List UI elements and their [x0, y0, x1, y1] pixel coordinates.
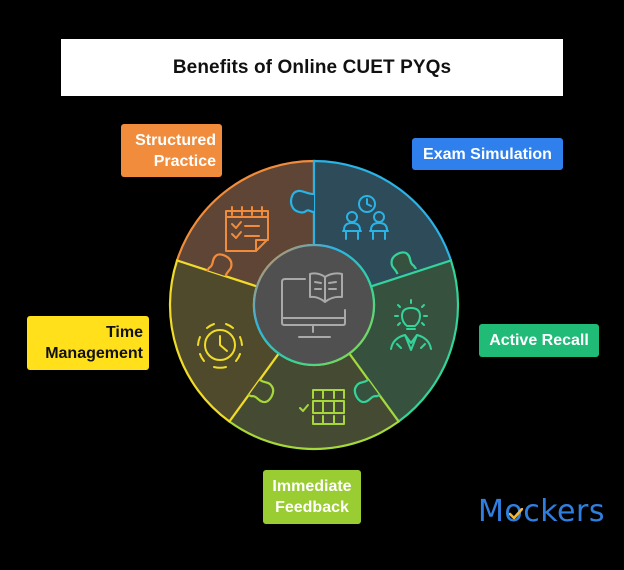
- label-line: Management: [45, 345, 143, 362]
- grid-check-icon: [299, 389, 345, 425]
- alarm-clock-icon: [197, 323, 243, 369]
- exam-hall-icon: [342, 195, 389, 240]
- logo-suffix: ckers: [523, 494, 605, 529]
- page-title: Benefits of Online CUET PYQs: [172, 56, 452, 78]
- label-immediate-feedback: Immediate Feedback: [263, 470, 361, 524]
- label-line: Structured: [135, 131, 216, 149]
- label-line: Practice: [153, 152, 216, 170]
- label-line: Exam Simulation: [423, 145, 552, 163]
- label-line: Feedback: [275, 499, 349, 516]
- label-line: Time: [105, 324, 143, 341]
- label-exam-simulation: Exam Simulation: [412, 138, 563, 170]
- puzzle-tab: [247, 378, 275, 404]
- puzzle-tab: [353, 378, 381, 404]
- logo-prefix: M: [478, 494, 505, 529]
- puzzle-tab: [390, 251, 417, 275]
- label-line: Immediate: [272, 478, 352, 495]
- label-structured-practice: Structured Practice: [121, 124, 222, 177]
- checklist-calendar-icon: [225, 206, 269, 252]
- computer-book-icon: [281, 272, 346, 338]
- logo-o-with-check: o: [504, 494, 524, 529]
- title-banner: Benefits of Online CUET PYQs: [61, 39, 563, 96]
- lightbulb-person-icon: [390, 299, 432, 351]
- label-line: Active Recall: [489, 332, 589, 349]
- checkmark-icon: [509, 508, 524, 520]
- label-active-recall: Active Recall: [479, 324, 599, 357]
- label-time-management: Time Management: [27, 316, 149, 370]
- puzzle-tab: [206, 253, 233, 277]
- puzzle-tab: [290, 189, 315, 214]
- center-hub: [255, 246, 373, 364]
